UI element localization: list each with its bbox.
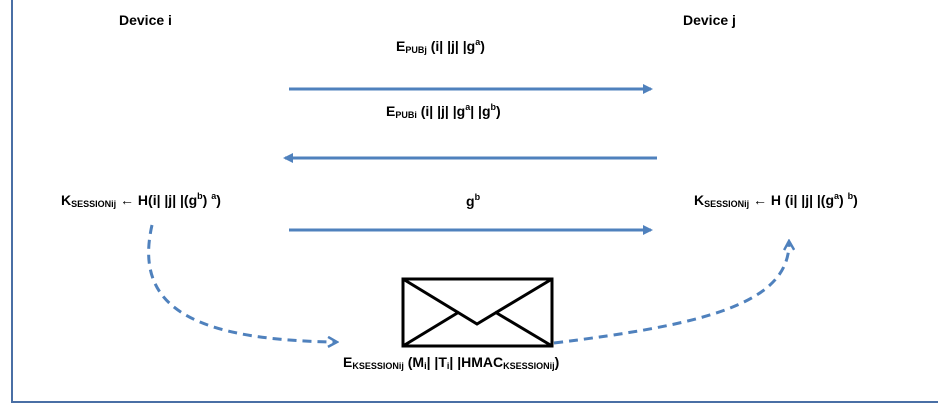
message-2-label: EPUBi (i| |j| |ga| |gb) [386, 102, 501, 120]
frame-bottom-border [11, 401, 938, 403]
session-key-device-j: KSESSIONij ← H (i| |j| |(ga) b) [694, 191, 858, 209]
dashed-arrow-to-device-j [553, 242, 789, 345]
device-j-label: Device j [683, 12, 736, 28]
dashed-arrow-to-envelope [147, 224, 336, 342]
message-1-label: EPUBj (i| |j| |ga) [396, 37, 485, 55]
message-3-label: gb [466, 192, 481, 209]
envelope-icon [401, 277, 554, 348]
session-key-device-i: KSESSIONij ← H(i| |j| |(gb) a) [61, 191, 221, 209]
device-i-label: Device i [119, 12, 172, 28]
encrypted-message-label: EKSESSIONij (Mi| |Ti| |HMACKSESSIONij) [343, 354, 560, 371]
frame-left-border [11, 0, 13, 403]
